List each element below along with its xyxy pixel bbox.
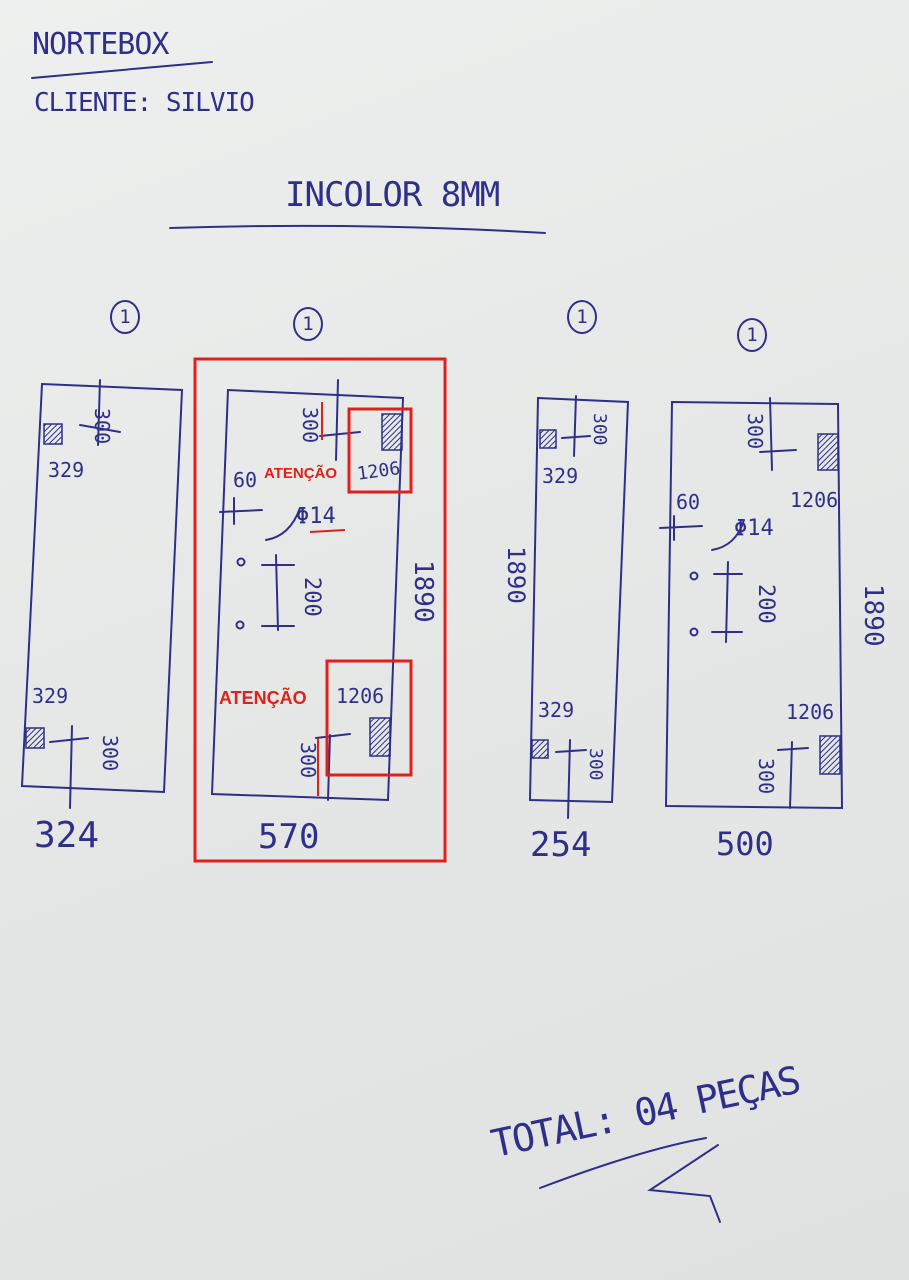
- piece-1-bottom-dim: [49, 725, 89, 809]
- piece-4-quantity: 1: [737, 318, 767, 352]
- piece-3-bottom-offset: 300: [585, 748, 606, 781]
- piece-2-bottom-warning: ATENÇÃO: [219, 688, 307, 708]
- piece-2-hole-edge-dim: [219, 497, 263, 525]
- piece-3-top-dim: [561, 395, 591, 457]
- piece-4-hole-bottom: [689, 627, 699, 637]
- piece-3-top-offset: 300: [589, 413, 610, 446]
- piece-1-top-dim: [79, 379, 121, 446]
- piece-2-hole-top: [236, 557, 246, 567]
- piece-4-hole-diameter: Φ14: [734, 516, 774, 541]
- piece-2-height: 1890: [408, 560, 438, 623]
- piece-2-bottom-hardware: 1206: [336, 684, 385, 708]
- total-arrow: [647, 1144, 721, 1223]
- company-name: NORTEBOX: [32, 27, 169, 62]
- piece-3-top-hinge: [539, 429, 557, 449]
- piece-2-top-dim: [319, 379, 361, 461]
- piece-2-hole-diameter: Φ14: [296, 504, 336, 529]
- material-underline: [169, 224, 546, 234]
- piece-1-bottom-edge: 329: [32, 684, 69, 708]
- piece-2-highlight-box: [193, 357, 447, 863]
- piece-1-outline: [20, 382, 184, 794]
- piece-2-diameter-leader: [265, 507, 301, 541]
- piece-2-hole-edge: 60: [233, 468, 258, 492]
- piece-4-hole-top: [689, 571, 699, 581]
- piece-4-bottom-offset: 300: [754, 758, 778, 795]
- piece-4-hole-edge-dim: [659, 515, 703, 541]
- piece-2-hole-spacing-dim: [261, 554, 295, 631]
- piece-2-hole-bottom: [235, 620, 245, 630]
- piece-3-height: 1890: [502, 546, 530, 604]
- piece-2-top-hinge: [381, 413, 403, 451]
- piece-4-hole-edge: 60: [676, 490, 701, 514]
- piece-4-height: 1890: [858, 584, 888, 647]
- piece-4-width: 500: [716, 825, 774, 863]
- piece-2-quantity: 1: [293, 307, 323, 341]
- piece-3-bottom-dim: [555, 739, 587, 819]
- piece-2-bottom-dim: [315, 733, 351, 801]
- piece-1-top-offset: 300: [90, 408, 114, 445]
- piece-4-hole-spacing: 200: [753, 584, 778, 624]
- piece-4-bottom-dim: [777, 741, 809, 809]
- piece-4-top-hinge: [817, 433, 839, 471]
- company-underline: [31, 61, 213, 79]
- piece-3-bottom-hinge: [531, 739, 549, 759]
- piece-4-top-dim: [759, 397, 797, 471]
- piece-3-width: 254: [530, 825, 592, 865]
- piece-3-bottom-edge: 329: [538, 698, 575, 722]
- piece-1-width: 324: [34, 815, 100, 856]
- piece-3-quantity: 1: [567, 300, 597, 334]
- piece-2-top-offset: 300: [298, 407, 322, 444]
- piece-4-bottom-hardware: 1206: [786, 700, 835, 724]
- piece-3-top-edge: 329: [542, 464, 579, 488]
- piece-2-width: 570: [258, 817, 320, 857]
- piece-1-bottom-hinge: [25, 727, 45, 749]
- piece-1-top-edge: 329: [48, 458, 85, 482]
- diameter-red-underline: [309, 529, 346, 533]
- piece-2-top-warning: ATENÇÃO: [264, 465, 338, 482]
- piece-2-bottom-hinge: [369, 717, 391, 757]
- bottom-hardware-highlight: [325, 659, 413, 777]
- piece-4-top-offset: 300: [743, 413, 767, 450]
- piece-1-top-hinge: [43, 423, 63, 445]
- glass-material: INCOLOR 8MM: [285, 175, 500, 215]
- piece-4-top-hardware: 1206: [790, 488, 839, 512]
- total-underline: [539, 1137, 707, 1189]
- piece-3-outline: [528, 396, 630, 804]
- piece-1-quantity: 1: [110, 300, 140, 334]
- piece-2-hole-spacing: 200: [299, 577, 324, 617]
- piece-1-bottom-offset: 300: [98, 735, 122, 772]
- piece-4-outline: [664, 400, 844, 810]
- top-hardware-highlight: [347, 407, 413, 494]
- piece-4-bottom-hinge: [819, 735, 841, 775]
- piece-4-diameter-leader: [711, 519, 745, 551]
- piece-2-bottom-offset: 300: [296, 742, 320, 779]
- piece-4-hole-spacing-dim: [711, 561, 743, 643]
- piece-2-outline: [210, 388, 405, 802]
- client-name: CLIENTE: SILVIO: [34, 88, 255, 118]
